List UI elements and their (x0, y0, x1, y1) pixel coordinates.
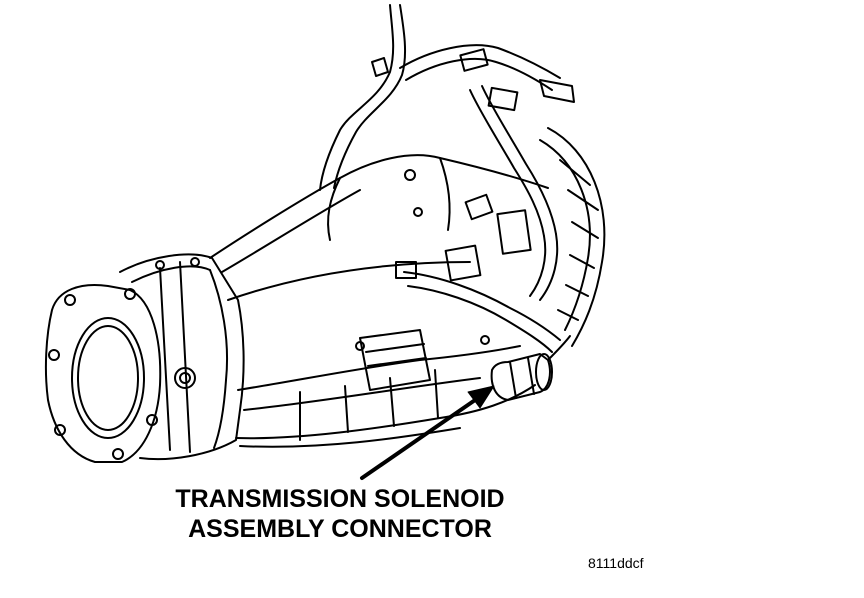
callout-line-1: TRANSMISSION SOLENOID (175, 485, 505, 513)
solenoid-connector (490, 335, 571, 401)
callout-label: TRANSMISSION SOLENOID ASSEMBLY CONNECTOR (150, 484, 530, 544)
transmission-case (209, 154, 549, 448)
output-flange (44, 284, 162, 463)
callout-line-2: ASSEMBLY CONNECTOR (188, 515, 492, 543)
figure-id: 8111ddcf (588, 555, 644, 571)
extension-housing (119, 253, 245, 461)
wiring-harness (319, 4, 575, 353)
callout-leader-arrow (360, 385, 495, 480)
bell-housing (539, 127, 606, 347)
